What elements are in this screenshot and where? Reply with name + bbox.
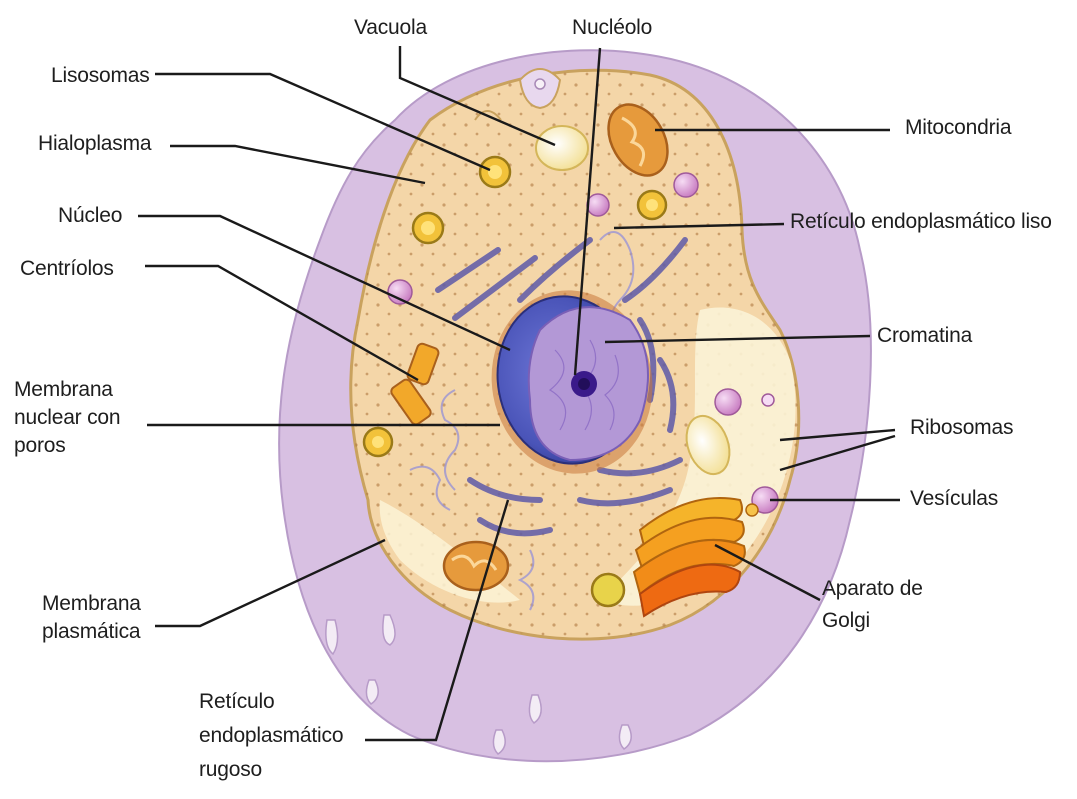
label-hialoplasma: Hialoplasma [38, 130, 151, 158]
label-reticulo-liso: Retículo endoplasmático liso [790, 208, 1052, 236]
label-aparato-golgi: Aparato de Golgi [822, 575, 923, 635]
vacuola-organelle [536, 126, 588, 170]
label-membrana-plasmatica-line1: Membrana [42, 590, 141, 618]
label-reticulo-rugoso-line2: endoplasmático [199, 722, 343, 750]
label-aparato-golgi-line1: Aparato de [822, 575, 923, 603]
label-reticulo-rugoso-line1: Retículo [199, 688, 343, 716]
label-membrana-nuclear-line2: nuclear con [14, 404, 120, 432]
label-vesiculas: Vesículas [910, 485, 998, 513]
label-membrana-nuclear: Membrana nuclear con poros [14, 376, 120, 460]
label-vacuola: Vacuola [354, 14, 427, 42]
label-reticulo-rugoso: Retículo endoplasmático rugoso [199, 688, 343, 784]
label-nucleo: Núcleo [58, 202, 122, 230]
label-membrana-plasmatica: Membrana plasmática [42, 590, 141, 646]
label-membrana-nuclear-line1: Membrana [14, 376, 120, 404]
label-centriolos: Centríolos [20, 255, 114, 283]
label-ribosomas: Ribosomas [910, 414, 1013, 442]
label-aparato-golgi-line2: Golgi [822, 607, 923, 635]
label-membrana-nuclear-line3: poros [14, 432, 120, 460]
label-lisosomas: Lisosomas [51, 62, 150, 90]
label-reticulo-rugoso-line3: rugoso [199, 756, 343, 784]
label-membrana-plasmatica-line2: plasmática [42, 618, 141, 646]
label-cromatina: Cromatina [877, 322, 972, 350]
label-nucleolo: Nucléolo [572, 14, 652, 42]
label-mitocondria: Mitocondria [905, 114, 1011, 142]
